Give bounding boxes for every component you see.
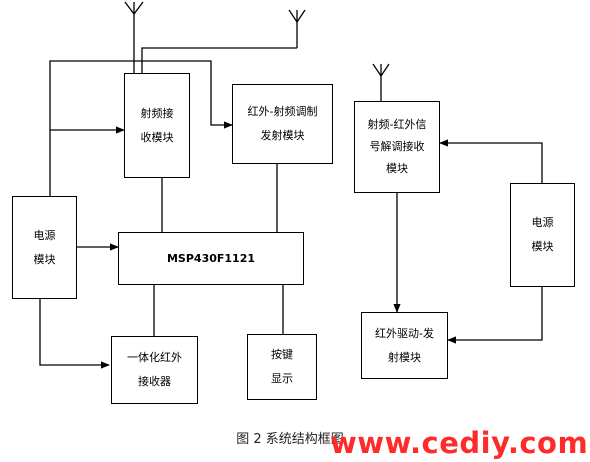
rf-receiver-label-line1: 射频接: [140, 106, 174, 120]
figure-caption: 图 2 系统结构框图: [236, 432, 344, 447]
power-module-right: 电源 模块: [510, 183, 575, 287]
keys-display-label-line2: 显示: [271, 372, 293, 385]
ir-driver-label-line2: 射模块: [388, 350, 421, 364]
keys-display-label-line1: 按键: [271, 348, 293, 361]
ir-receiver-module: 一体化红外 接收器: [111, 336, 198, 404]
connector-line: [439, 139, 543, 183]
rf-ir-demodulator-label-line2: 号解调接收: [369, 140, 425, 153]
mcu-module: MSP430F1121: [118, 232, 304, 285]
rf-ir-demodulator-module: 射频-红外信 号解调接收 模块: [354, 101, 440, 193]
antenna-icon: [124, 1, 144, 73]
connector-line: [141, 47, 297, 73]
rf-ir-demodulator-label-line1: 射频-红外信: [367, 118, 427, 131]
connector-line: [49, 60, 233, 196]
connector-line: [39, 299, 110, 369]
ir-rf-modulator-label-line1: 红外-射频调制: [247, 105, 318, 118]
rf-receiver-label-line2: 收模块: [140, 130, 174, 144]
power-left-label-line1: 电源: [33, 228, 56, 242]
connector-line: [447, 287, 543, 344]
ir-rf-modulator-module: 红外-射频调制 发射模块: [232, 84, 333, 164]
power-right-label-line2: 模块: [531, 240, 554, 253]
antenna-icon: [372, 63, 390, 101]
ir-driver-module: 红外驱动-发 射模块: [361, 312, 448, 379]
power-right-label-line1: 电源: [531, 216, 554, 229]
power-left-label-line2: 模块: [33, 252, 56, 266]
antenna-icon: [288, 9, 306, 48]
mcu-label: MSP430F1121: [166, 251, 256, 265]
ir-receiver-label-line1: 一体化红外: [127, 351, 182, 364]
ir-receiver-label-line2: 接收器: [138, 375, 171, 388]
keys-display-module: 按键 显示: [247, 334, 317, 400]
rf-receiver-module: 射频接 收模块: [124, 73, 190, 178]
ir-driver-label-line1: 红外驱动-发: [375, 326, 434, 340]
ir-rf-modulator-label-line2: 发射模块: [260, 129, 305, 142]
power-module-left: 电源 模块: [12, 196, 77, 299]
site-watermark: www.cediy.com: [330, 426, 589, 460]
rf-ir-demodulator-label-line3: 模块: [386, 162, 408, 175]
